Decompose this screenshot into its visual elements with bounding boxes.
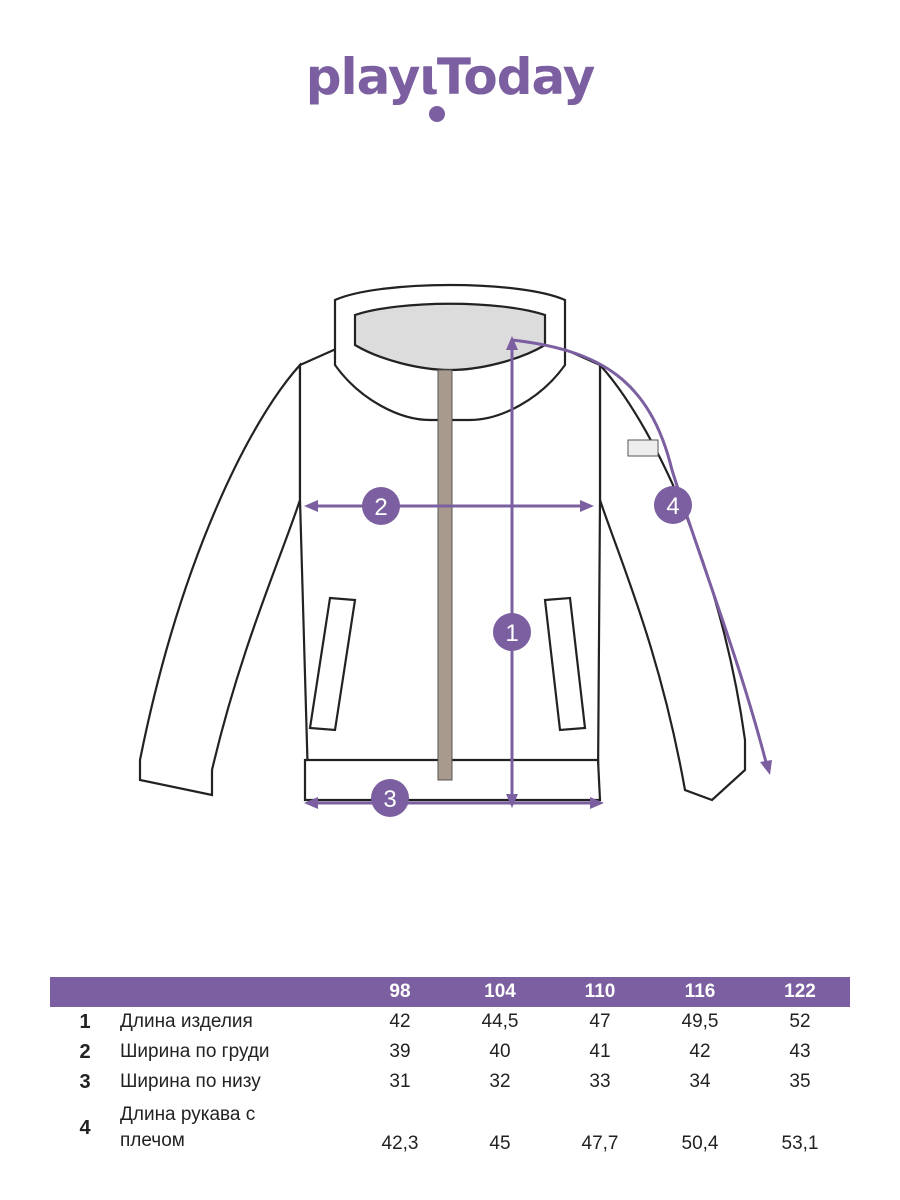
- brand-logo: playιToday: [305, 48, 596, 106]
- table-row: 3 Ширина по низу 31 32 33 34 35: [79, 1070, 811, 1093]
- left-sleeve: [138, 362, 302, 797]
- table-row: 2 Ширина по груди 39 40 41 42 43: [79, 1040, 811, 1063]
- logo-dot: [429, 106, 445, 122]
- marker-1: [493, 613, 531, 651]
- marker-4-label: 4: [666, 493, 679, 520]
- right-pocket: [543, 596, 587, 732]
- marker-3-label: 3: [383, 786, 396, 813]
- size-104: 104: [484, 981, 516, 1002]
- marker-3: [371, 779, 409, 817]
- marker-2: [362, 487, 400, 525]
- size-98: 98: [389, 981, 411, 1002]
- size-116: 116: [684, 981, 716, 1002]
- right-sleeve: [598, 362, 747, 802]
- marker-4: [654, 486, 692, 524]
- jacket-drawing: 1 2 3 4: [138, 283, 772, 817]
- marker-2-label: 2: [374, 494, 387, 521]
- sleeve-patch: [627, 439, 659, 457]
- table-row: 1 Длина изделия 42 44,5 47 49,5 52: [79, 1010, 811, 1033]
- size-122: 122: [784, 981, 816, 1002]
- left-pocket: [308, 596, 357, 732]
- zipper: [437, 369, 453, 781]
- marker-1-label: 1: [505, 620, 518, 647]
- size-header-row: 98 104 110 116 122: [50, 977, 850, 1007]
- size-110: 110: [584, 981, 616, 1002]
- table-row: 4 Длина рукава с плечом 42,3 45 47,7 50,…: [79, 1104, 819, 1154]
- measure-lines: [304, 336, 772, 809]
- size-table: 98 104 110 116 122 1 Длина изделия 42 44…: [50, 977, 850, 1159]
